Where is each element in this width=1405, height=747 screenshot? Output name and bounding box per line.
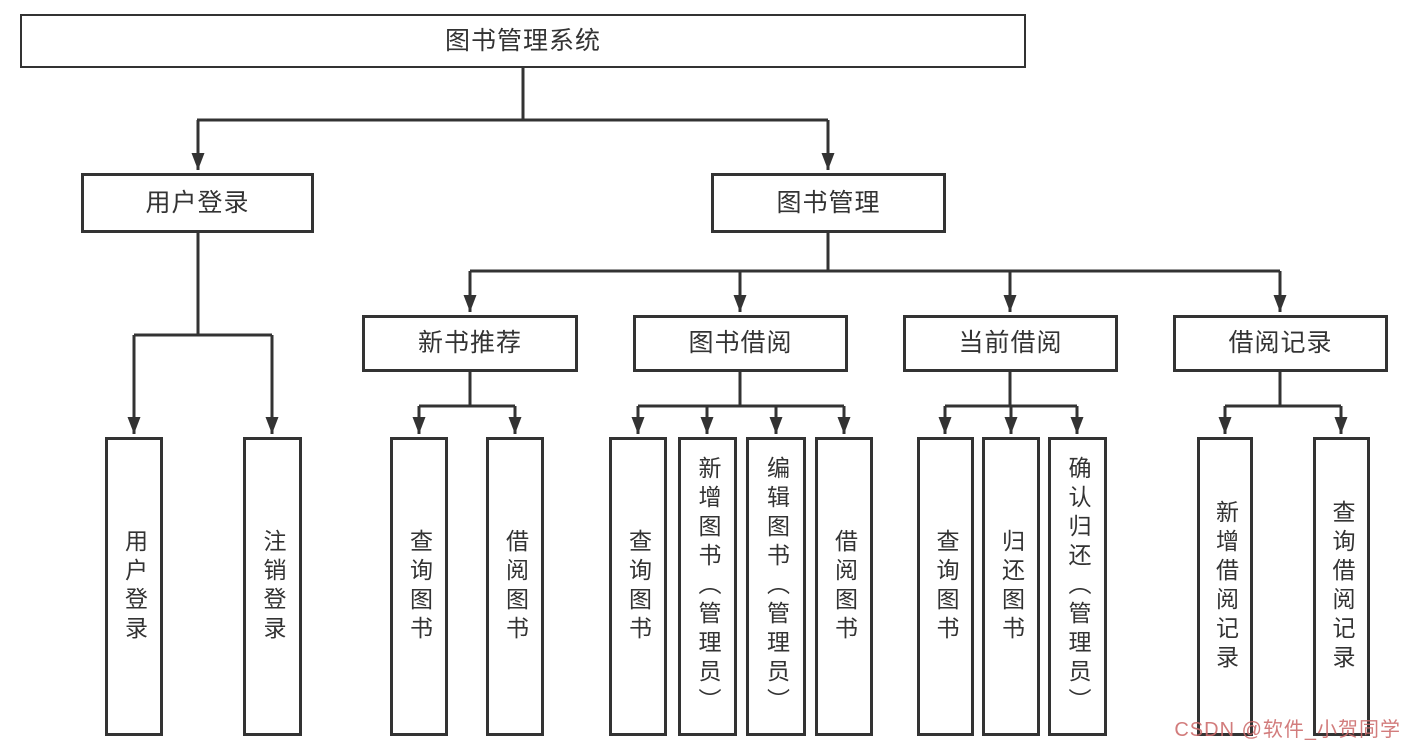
node-label: 编辑图书（管理员） [763,456,790,717]
node-current-borrowing: 当前借阅 [903,315,1118,372]
node-leaf-bb-query-books: 查询图书 [609,437,667,736]
node-library-management-system: 图书管理系统 [20,14,1026,68]
node-label: 当前借阅 [958,329,1063,357]
node-leaf-br-add-record: 新增借阅记录 [1197,437,1253,736]
node-book-management: 图书管理 [711,173,946,233]
node-user-login: 用户登录 [81,173,314,233]
node-leaf-cb-query-books: 查询图书 [917,437,974,736]
node-leaf-bb-edit-books-admin: 编辑图书（管理员） [746,437,806,736]
node-label: 注销登录 [260,528,286,645]
node-label: 新增图书（管理员） [695,456,721,717]
node-label: 查询图书 [625,528,652,645]
node-leaf-br-query-record: 查询借阅记录 [1313,437,1370,736]
node-label: 借阅图书 [831,528,858,645]
watermark: CSDN @软件_小贺同学 [1174,719,1401,741]
node-label: 图书管理 [776,188,881,217]
node-leaf-nb-query-books: 查询图书 [390,437,448,736]
node-leaf-cb-return-books: 归还图书 [982,437,1040,736]
node-label: 新增借阅记录 [1212,499,1239,674]
node-leaf-bb-add-books-admin: 新增图书（管理员） [678,437,737,736]
node-leaf-bb-borrow-books: 借阅图书 [815,437,873,736]
node-label: 图书管理系统 [444,26,601,55]
node-book-borrowing: 图书借阅 [633,315,848,372]
node-label: 用户登录 [145,188,250,217]
node-label: 确认归还（管理员） [1065,456,1091,717]
node-label: 归还图书 [998,528,1025,645]
node-label: 借阅图书 [502,528,529,645]
node-label: 新书推荐 [417,329,522,357]
node-label: 查询借阅记录 [1329,499,1355,674]
node-label: 图书借阅 [688,329,793,357]
node-label: 借阅记录 [1228,329,1333,357]
node-leaf-cb-confirm-return-admin: 确认归还（管理员） [1048,437,1107,736]
node-leaf-user-login: 用户登录 [105,437,163,736]
node-label: 查询图书 [406,528,433,645]
node-new-book-recommendation: 新书推荐 [362,315,578,372]
node-leaf-logout: 注销登录 [243,437,302,736]
node-borrowing-records: 借阅记录 [1173,315,1388,372]
node-leaf-nb-borrow-books: 借阅图书 [486,437,544,736]
node-label: 用户登录 [121,528,148,645]
node-label: 查询图书 [933,528,959,645]
